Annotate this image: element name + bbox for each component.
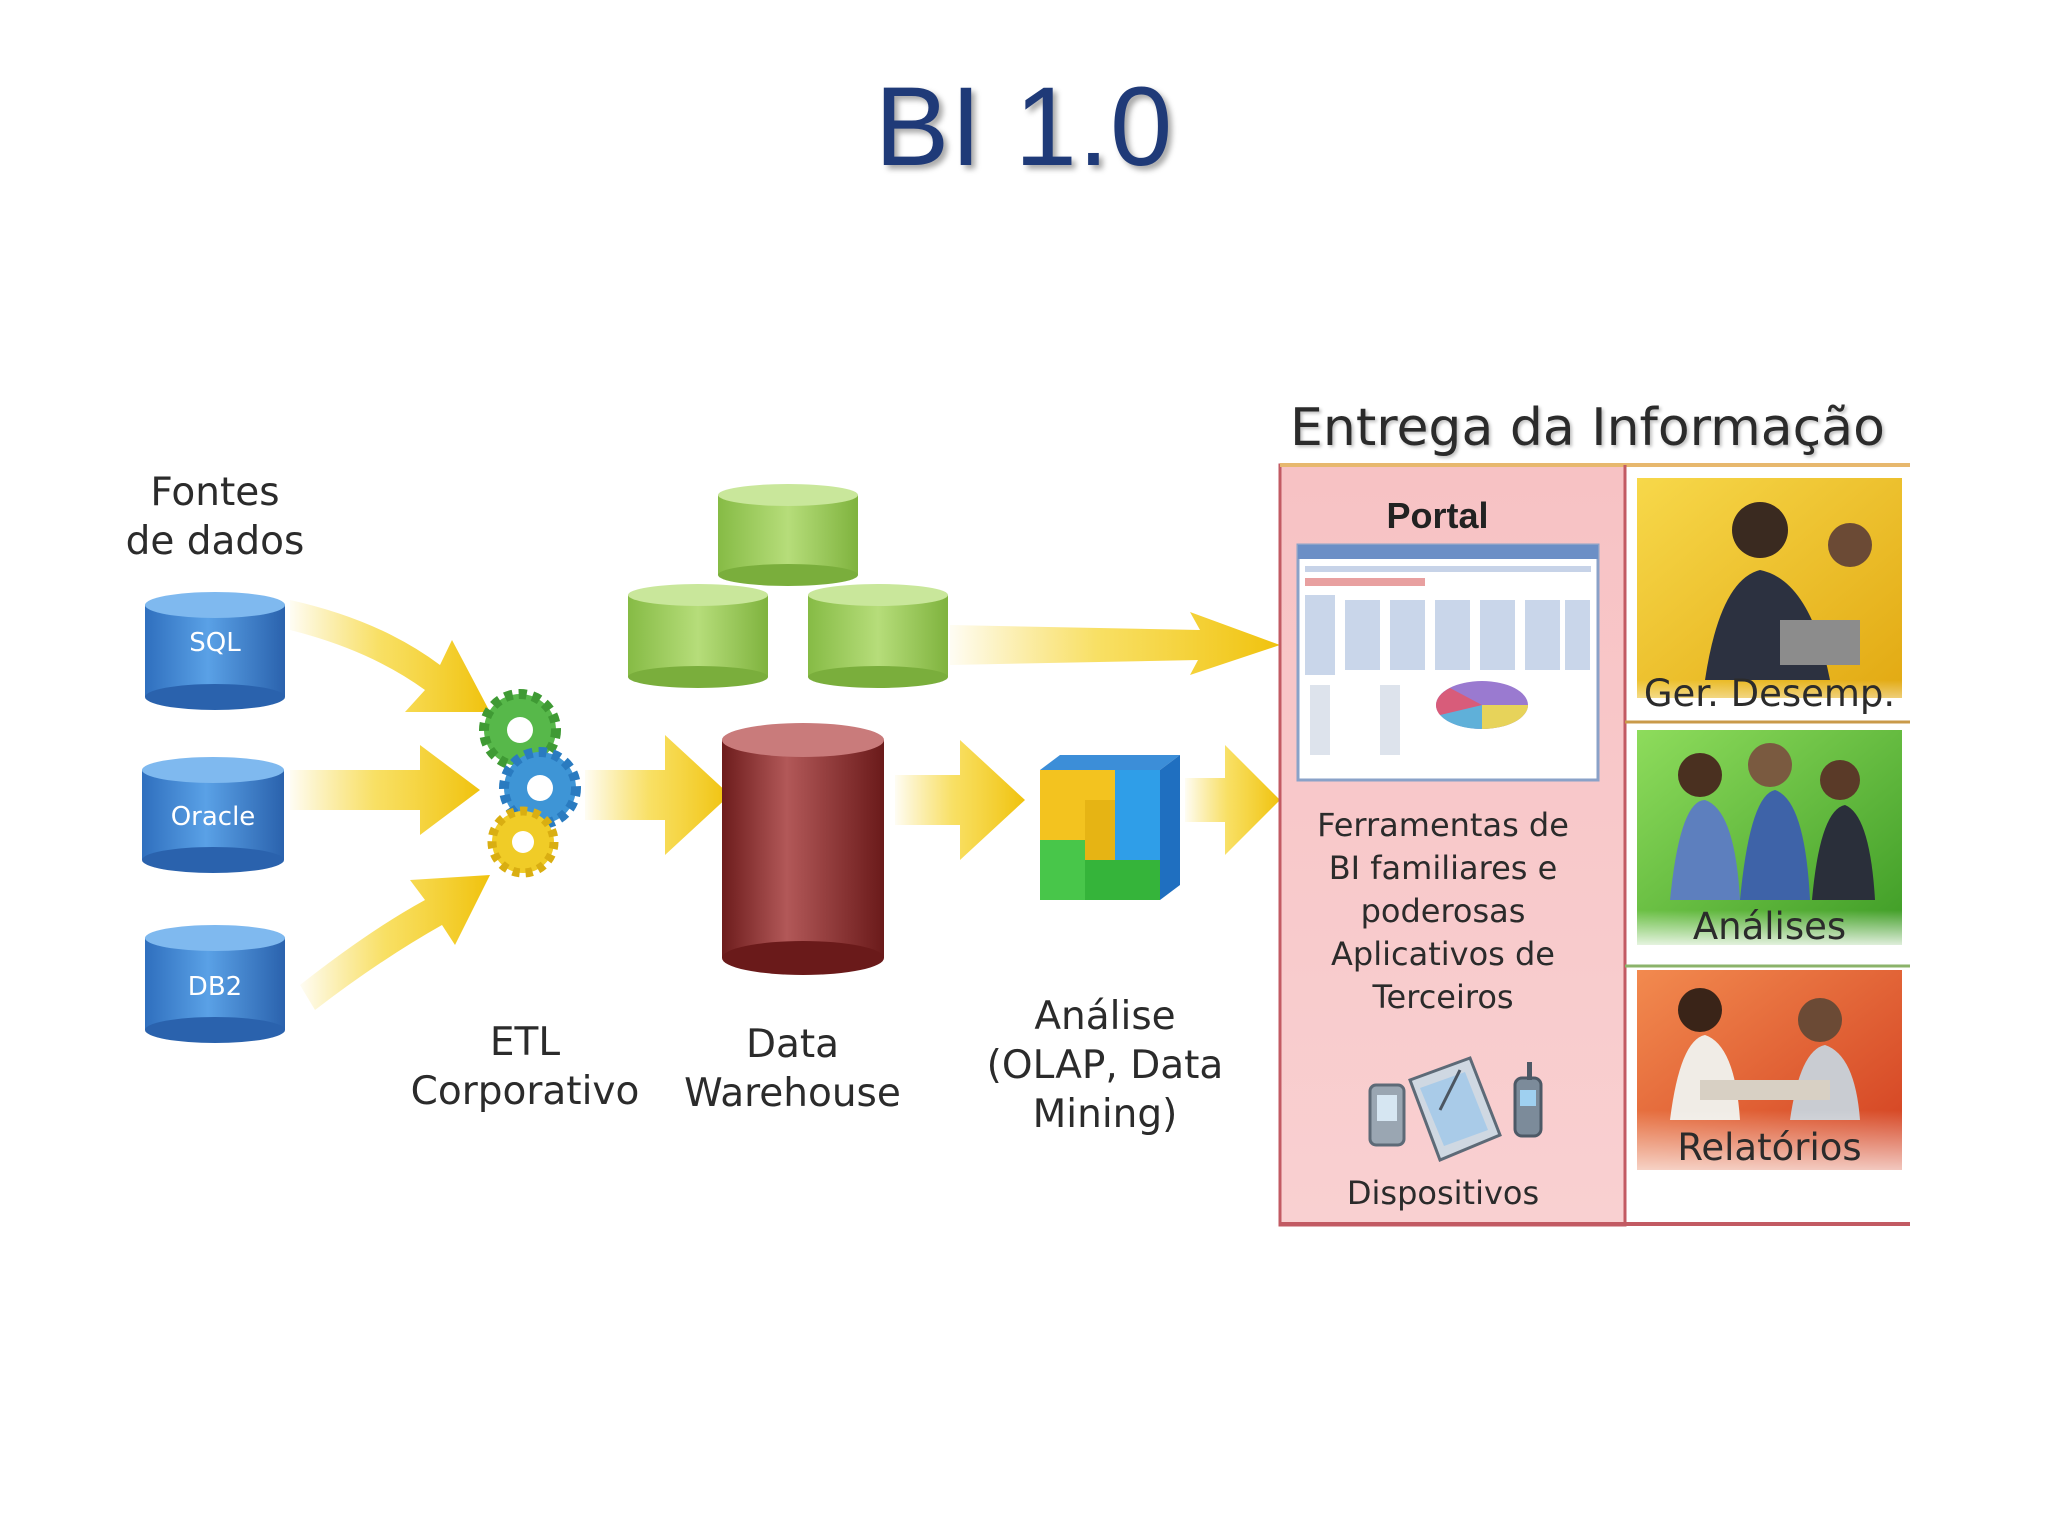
gears-icon (479, 689, 581, 878)
tile-performance-label: Ger. Desemp. (1643, 672, 1896, 715)
analysis-label-line2: (OLAP, Data (986, 1043, 1224, 1088)
arrow-oracle-to-etl (290, 745, 480, 835)
analysis-label-line1: Análise (1034, 994, 1176, 1039)
bi-tools-line3: poderosas (1360, 892, 1526, 930)
sources-heading-line2: de dados (125, 519, 305, 564)
arrow-etl-to-warehouse (585, 735, 730, 855)
tile-reports-label: Relatórios (1677, 1126, 1862, 1169)
warehouse-label-line1: Data (745, 1022, 840, 1067)
etl-label-line1: ETL (489, 1020, 561, 1065)
arrow-sql-to-etl (290, 600, 490, 712)
arrow-analysis-to-delivery (1185, 745, 1280, 855)
database-oracle-label: Oracle (170, 802, 256, 832)
datamart-right (808, 584, 948, 688)
pie-chart-thumbnail (1436, 681, 1528, 730)
arrow-datamarts-to-delivery (950, 612, 1280, 675)
database-db2 (145, 925, 285, 1043)
datamart-left (628, 584, 768, 688)
etl-label: ETL Corporativo (400, 1018, 650, 1116)
database-db2-label: DB2 (187, 972, 243, 1002)
bi-tools-line1: Ferramentas de (1317, 806, 1569, 844)
olap-cube-icon (1040, 755, 1180, 900)
tile-reports-photo (1637, 970, 1902, 1190)
tile-performance-photo (1637, 478, 1902, 720)
bi-tools-text: Ferramentas de BI familiares e poderosas… (1288, 804, 1598, 1019)
database-sql-label: SQL (189, 628, 241, 658)
warehouse-label-line2: Warehouse (684, 1071, 901, 1116)
slide-title: BI 1.0 (874, 64, 1174, 189)
arrow-db2-to-etl (300, 875, 490, 1010)
analysis-label-line3: Mining) (1032, 1092, 1178, 1137)
bi-tools-line2: BI familiares e (1328, 849, 1558, 887)
arrow-warehouse-to-analysis (895, 740, 1025, 860)
portal-label: Portal (1386, 495, 1489, 536)
bi-tools-line4: Aplicativos de (1331, 935, 1555, 973)
devices-icon (1368, 1056, 1543, 1162)
tile-analysis-photo (1637, 730, 1902, 950)
data-warehouse-cylinder (722, 723, 884, 975)
devices-label: Dispositivos (1346, 1174, 1540, 1212)
analysis-label: Análise (OLAP, Data Mining) (975, 992, 1235, 1139)
warehouse-label: Data Warehouse (680, 1020, 905, 1118)
etl-label-line2: Corporativo (410, 1069, 640, 1114)
database-sql (145, 592, 285, 710)
datamart-top (718, 484, 858, 586)
bi-tools-line5: Terceiros (1372, 978, 1514, 1016)
sources-heading-line1: Fontes (150, 470, 280, 515)
tile-analysis-label: Análises (1692, 905, 1847, 948)
delivery-heading: Entrega da Informação (1290, 398, 1885, 458)
portal-screenshot (1296, 543, 1600, 782)
sources-heading: Fontes de dados (115, 468, 315, 566)
database-oracle (142, 757, 284, 873)
